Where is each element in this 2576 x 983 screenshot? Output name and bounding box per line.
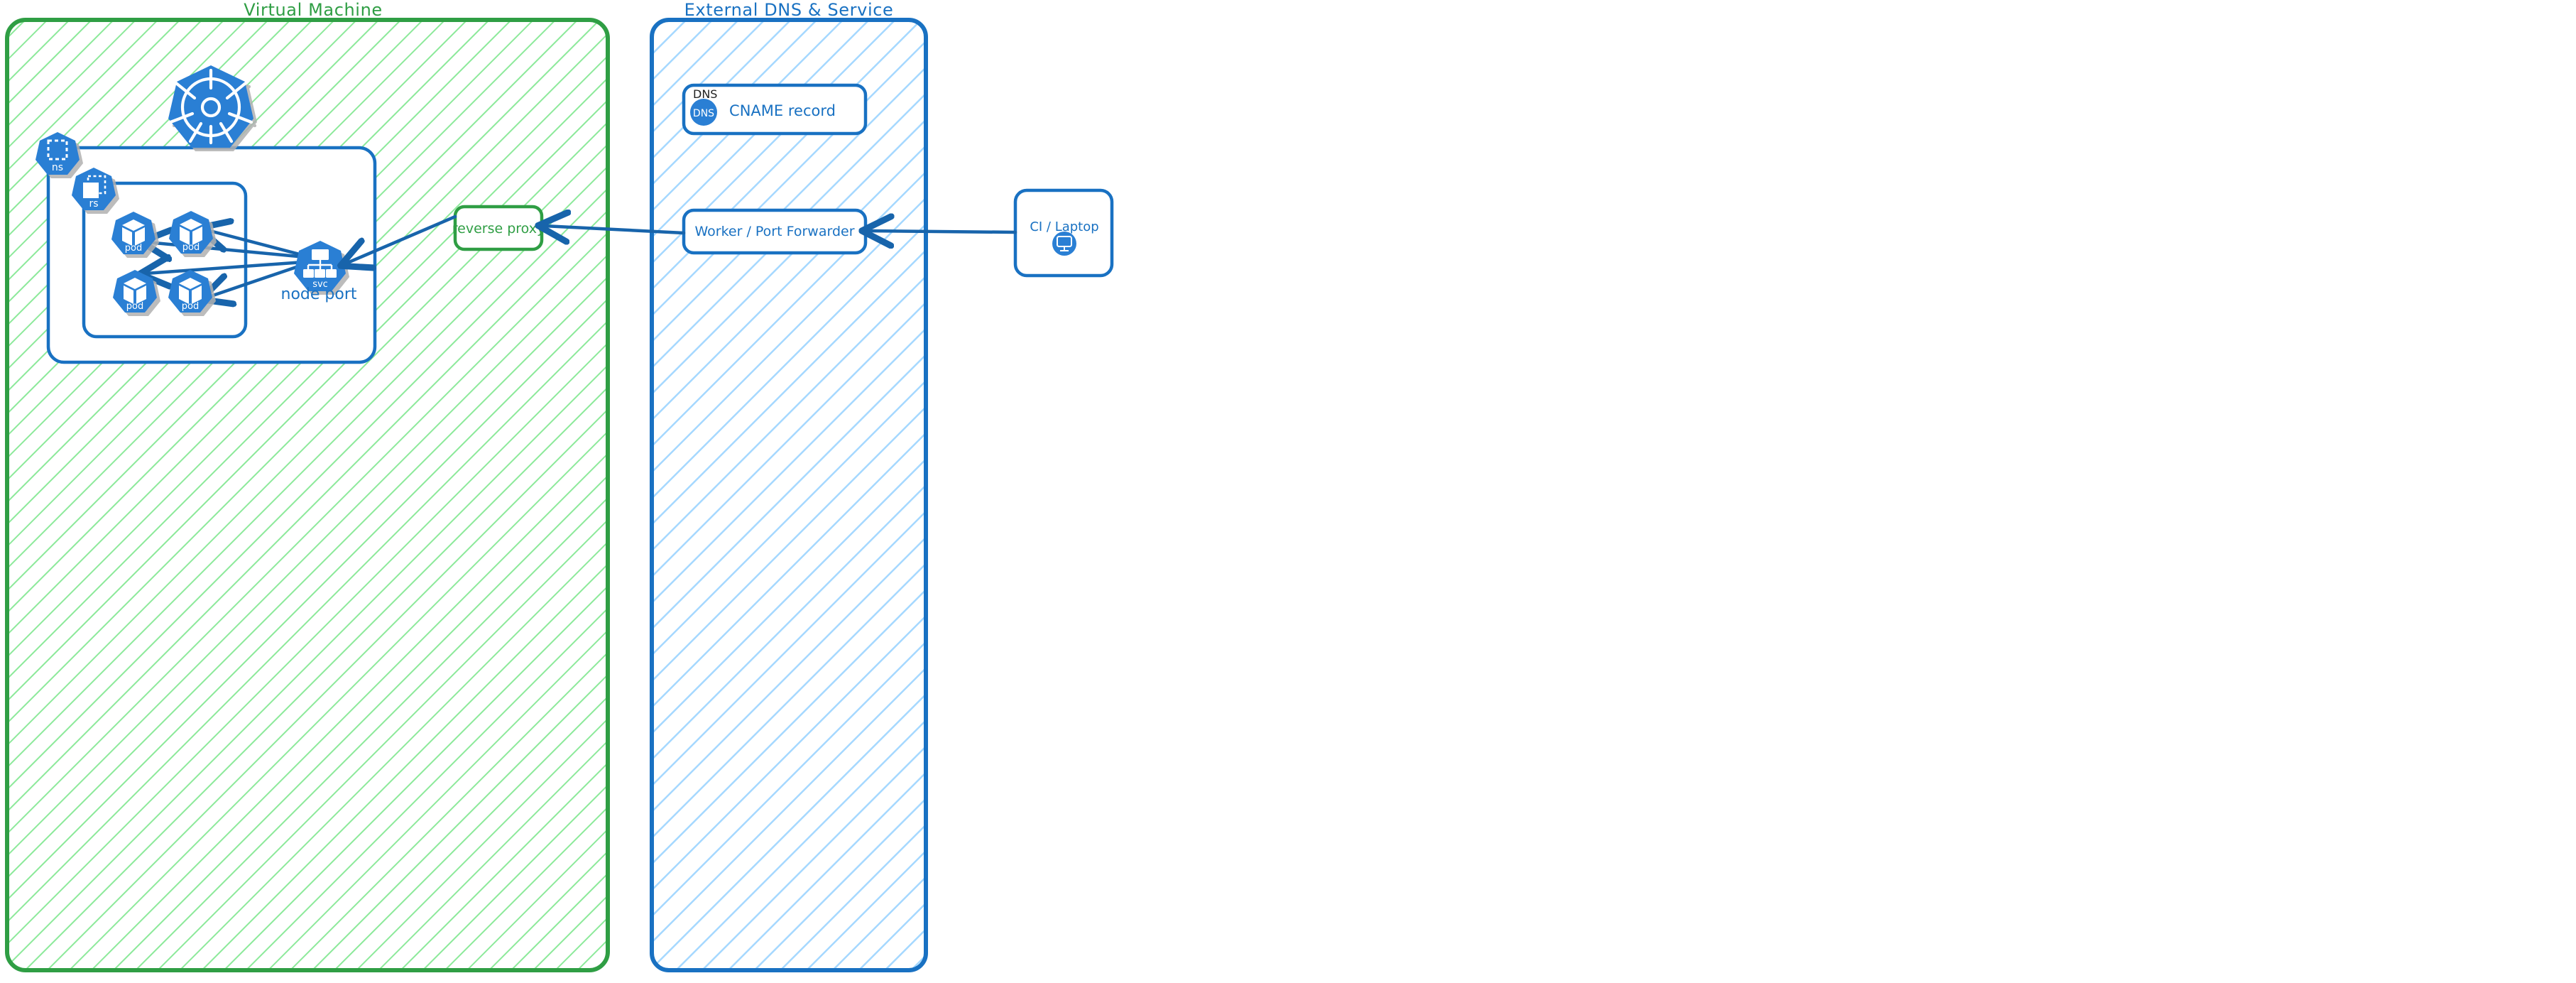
edge-reverse-proxy-service [346, 214, 457, 264]
edge-service-pod-3 [146, 261, 315, 273]
service-icon: svc [294, 241, 346, 291]
ci-laptop-node[interactable]: CI / Laptop [1013, 188, 1114, 278]
monitor-icon [1052, 232, 1076, 256]
pod-icon-3: pod [113, 270, 157, 313]
pod-badge-label: pod [126, 301, 143, 312]
namespace-icon: ns [36, 132, 80, 175]
pod-badge-label: pod [125, 243, 142, 254]
external-dns-container [650, 18, 928, 972]
edge-worker-reverse-proxy [544, 226, 686, 233]
dns-card-tag: DNS [693, 87, 717, 101]
worker-port-forwarder-node[interactable]: Worker / Port Forwarder [682, 208, 868, 255]
pod-badge-label: pod [182, 301, 199, 312]
pod-badge-label: pod [182, 242, 200, 253]
virtual-machine-title: Virtual Machine [244, 0, 383, 20]
replicaset-icon: rs [72, 168, 116, 210]
pod-icon-2: pod [169, 211, 213, 254]
edge-service-pod-2 [204, 229, 315, 260]
pod-icon-4: pod [168, 270, 212, 313]
external-dns-title: External DNS & Service [684, 0, 894, 20]
node-port-caption: node port [281, 286, 357, 303]
edge-client-worker [868, 231, 1017, 232]
reverse-proxy-node[interactable]: reverse proxy [452, 205, 545, 251]
dns-card[interactable]: DNS DNS CNAME record [682, 83, 868, 136]
kubernetes-logo [168, 65, 253, 148]
reverse-proxy-label: reverse proxy [452, 221, 545, 237]
worker-port-forwarder-label: Worker / Port Forwarder [694, 224, 854, 239]
service-badge-label: svc [312, 279, 328, 290]
cname-record-label: CNAME record [729, 102, 836, 119]
replicaset-badge-label: rs [89, 198, 98, 210]
dns-icon-label: DNS [693, 108, 714, 119]
namespace-badge-label: ns [52, 162, 63, 173]
replicaset-box [82, 181, 248, 339]
dns-circle-icon [690, 99, 717, 126]
pod-icon-1: pod [111, 212, 155, 254]
ci-laptop-label: CI / Laptop [1030, 219, 1098, 234]
